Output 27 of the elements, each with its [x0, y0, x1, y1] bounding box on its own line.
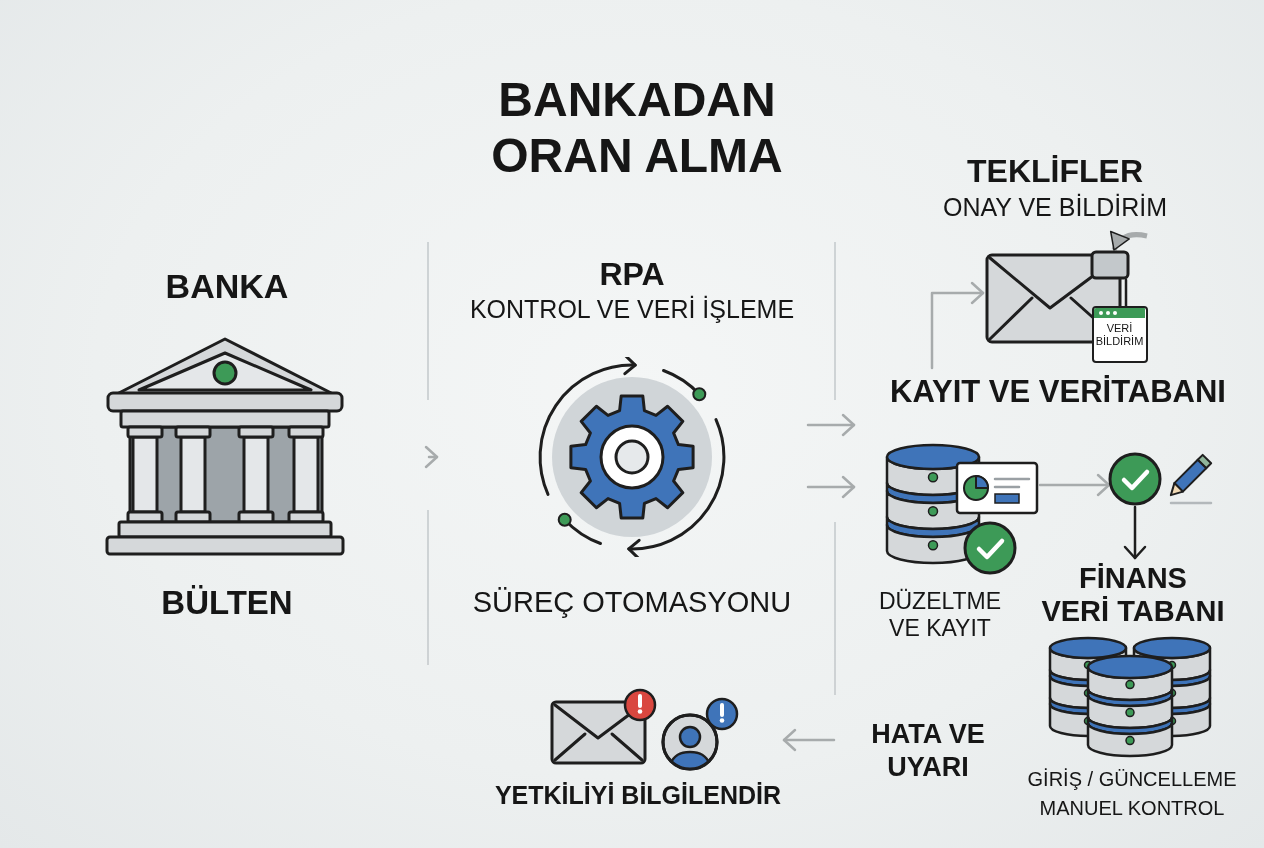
- section-title: BANKA: [165, 266, 289, 306]
- section-title: FİNANS VERİ TABANI: [1041, 562, 1225, 628]
- step-caption: YETKİLİYİ BİLGİLENDİR: [494, 780, 782, 810]
- check-circle-icon: [1107, 451, 1163, 507]
- section-title: RPA: [599, 255, 665, 293]
- section-caption: BÜLTEN: [161, 583, 293, 623]
- connector-line: [1124, 278, 1128, 308]
- section-subtitle: ONAY VE BİLDİRİM: [942, 192, 1168, 222]
- step-caption: GİRİŞ / GÜNCELLEME MANUEL KONTROL: [1027, 767, 1237, 821]
- arrow: [1038, 473, 1111, 497]
- section-title: KAYIT VE VERİTABANI: [890, 374, 1226, 410]
- section-caption: SÜREÇ OTOMASYONU: [472, 585, 792, 620]
- section-subtitle: KONTROL VE VERİ İŞLEME: [469, 294, 795, 325]
- arrow: [806, 413, 856, 437]
- chevron-arrow: [424, 445, 439, 469]
- curved-arrow: [1110, 230, 1148, 252]
- elbow-arrow: [930, 281, 985, 370]
- step-caption: DÜZELTME VE KAYIT: [878, 588, 1002, 642]
- arrow: [806, 475, 856, 499]
- window-text: VERİ BİLDİRİM: [1095, 321, 1144, 348]
- section-title: TEKLİFLER: [967, 152, 1143, 190]
- window-panel: [1092, 306, 1148, 363]
- diagram-title: BANKADAN ORAN ALMA: [491, 72, 783, 184]
- arrow: [782, 728, 836, 752]
- inbox-tab: [1090, 250, 1130, 280]
- status-label: HATA VE UYARI: [871, 718, 985, 784]
- arrow: [1123, 505, 1147, 560]
